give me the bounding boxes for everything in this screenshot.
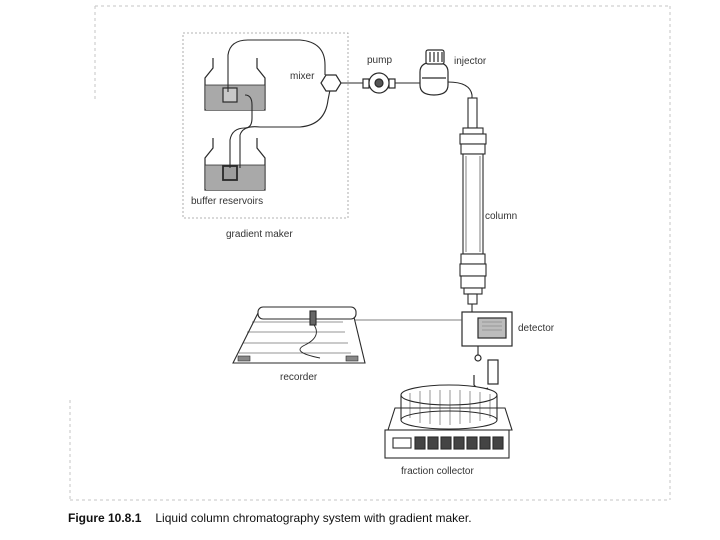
figure-caption: Figure 10.8.1 Liquid column chromatograph… [68,511,472,525]
label-gradient-maker: gradient maker [226,229,293,240]
figure-number: Figure 10.8.1 [68,511,142,525]
gradient-maker-box [182,32,349,219]
label-injector: injector [454,56,487,67]
label-pump: pump [367,55,392,66]
detector [461,311,513,391]
fraction-collector [384,384,513,459]
label-buffer-reservoirs: buffer reservoirs [191,196,263,207]
injector [419,49,449,96]
label-mixer: mixer [290,71,315,82]
lower-buffer-reservoir [204,138,266,191]
mixer [320,74,342,92]
label-detector: detector [518,323,555,334]
label-column: column [485,211,517,222]
upper-buffer-reservoir [204,58,266,111]
label-recorder: recorder [280,372,318,383]
column [459,97,487,305]
recorder [232,306,366,364]
figure-caption-text: Liquid column chromatography system with… [155,511,472,525]
pump [362,72,396,94]
tubing [227,39,479,360]
label-fraction-collector: fraction collector [401,466,474,477]
figure-frame [69,5,671,501]
